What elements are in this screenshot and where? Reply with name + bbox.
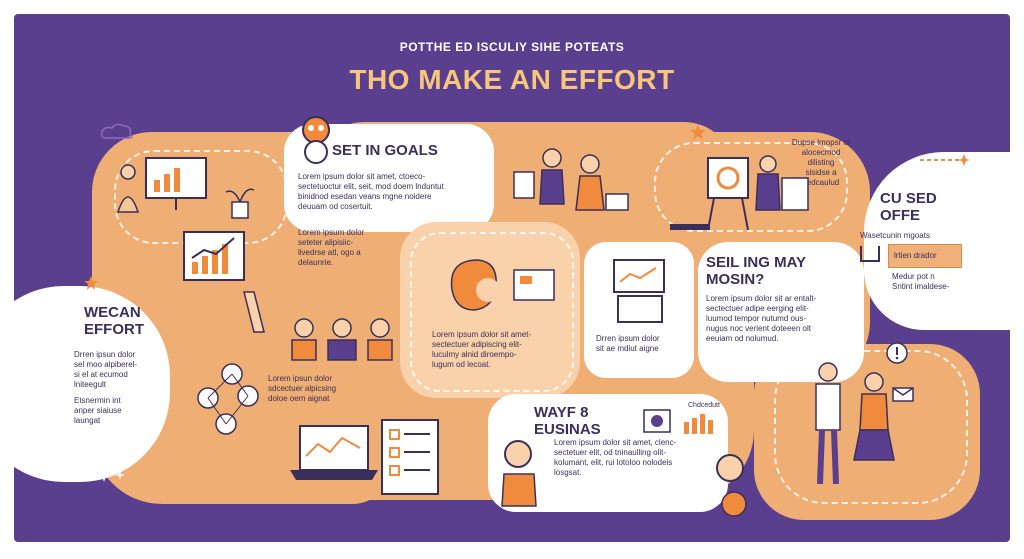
heading-ways: WAYF 8 EUSINAS <box>534 404 601 438</box>
mini-chart-icon <box>643 409 713 434</box>
heading-cu-sed: CU SED OFFE <box>880 190 937 224</box>
email-icon <box>892 387 914 402</box>
card-we-can-effort <box>14 286 170 482</box>
page-title: THO MAKE AN EFFORT <box>349 64 675 95</box>
illustration-network <box>197 363 259 435</box>
star-icon-left <box>84 276 98 290</box>
text-we-can-effort-body2: Etsnermin int anper siaiuse laungat <box>74 396 122 425</box>
text-set-goals-body: Lorem ipsum dolor sit amet, ctoeco- sect… <box>298 172 444 211</box>
text-we-can-effort-body: Drren ipsun dolor sel moo alpiberel- si … <box>74 350 138 389</box>
heading-we-can-effort: WECAN EFFORT <box>84 304 144 338</box>
card-cu-sed <box>864 152 1010 330</box>
cu-sed-badge-label: lrtien drador <box>894 251 937 260</box>
illustration-monitor <box>613 259 665 323</box>
dashed-path-2 <box>410 232 574 392</box>
illustration-man-smiling <box>716 454 747 517</box>
text-ways-body: Lorem ipsum dolor sit amet, clenc- secte… <box>554 438 677 477</box>
illustration-analyst-desk <box>116 157 255 219</box>
illustration-thinking-head <box>450 259 555 311</box>
illustration-team <box>291 318 393 361</box>
dashed-path-3 <box>654 142 848 232</box>
sparkle-icon <box>98 466 125 482</box>
text-cu-sed-body2: Medur pot n Sntint imaldese- <box>892 272 950 291</box>
alert-icon <box>886 342 908 364</box>
heading-selling: SEIL ING MAY MOSIN? <box>706 254 807 288</box>
infographic-background: POTTHE ED ISCULIY SIHE POTEATS THO MAKE … <box>14 14 1010 542</box>
star-icon <box>690 124 706 140</box>
text-set-goals-body2: Lorem ipsum dolor seteter alipisiic- liv… <box>298 228 365 267</box>
card-selling <box>698 242 864 382</box>
label-mini-chart: Chdcedutt <box>688 402 720 409</box>
header-kicker: POTTHE ED ISCULIY SIHE POTEATS <box>399 40 625 54</box>
illustration-checklist <box>381 419 439 495</box>
cloud-icon <box>100 123 133 139</box>
illustration-couple-meeting <box>513 148 629 211</box>
heading-set-goals: SET IN GOALS <box>332 142 438 159</box>
text-people: Lorem ipsun dolor sdcectuer alpicsing do… <box>268 374 337 403</box>
text-center: Lorem ipsum dolor sit amet- sectectuer a… <box>432 330 532 369</box>
sparkle-icon-right <box>920 154 970 166</box>
text-selling-body: Lorem ipsum dolor sit ar entalt- sectect… <box>706 294 817 343</box>
illustration-woman-waving <box>501 440 537 507</box>
house-icon <box>860 246 880 262</box>
text-cu-sed-body: Wasetcunin mgoats <box>860 231 930 240</box>
dashed-path-4 <box>774 350 968 504</box>
text-presentation: Dupse lmopsr of alocecmod dilisting slsi… <box>791 138 851 187</box>
cu-sed-badge <box>888 244 962 268</box>
text-monitor: Drren ipsum dolor sit ae mdiut aigne <box>596 334 660 353</box>
illustration-laptop <box>290 425 378 480</box>
illustration-handshake-couple <box>815 362 895 485</box>
illustration-growth-chart <box>183 231 265 333</box>
illustration-presenter <box>670 155 809 231</box>
illustration-robot <box>302 116 330 164</box>
